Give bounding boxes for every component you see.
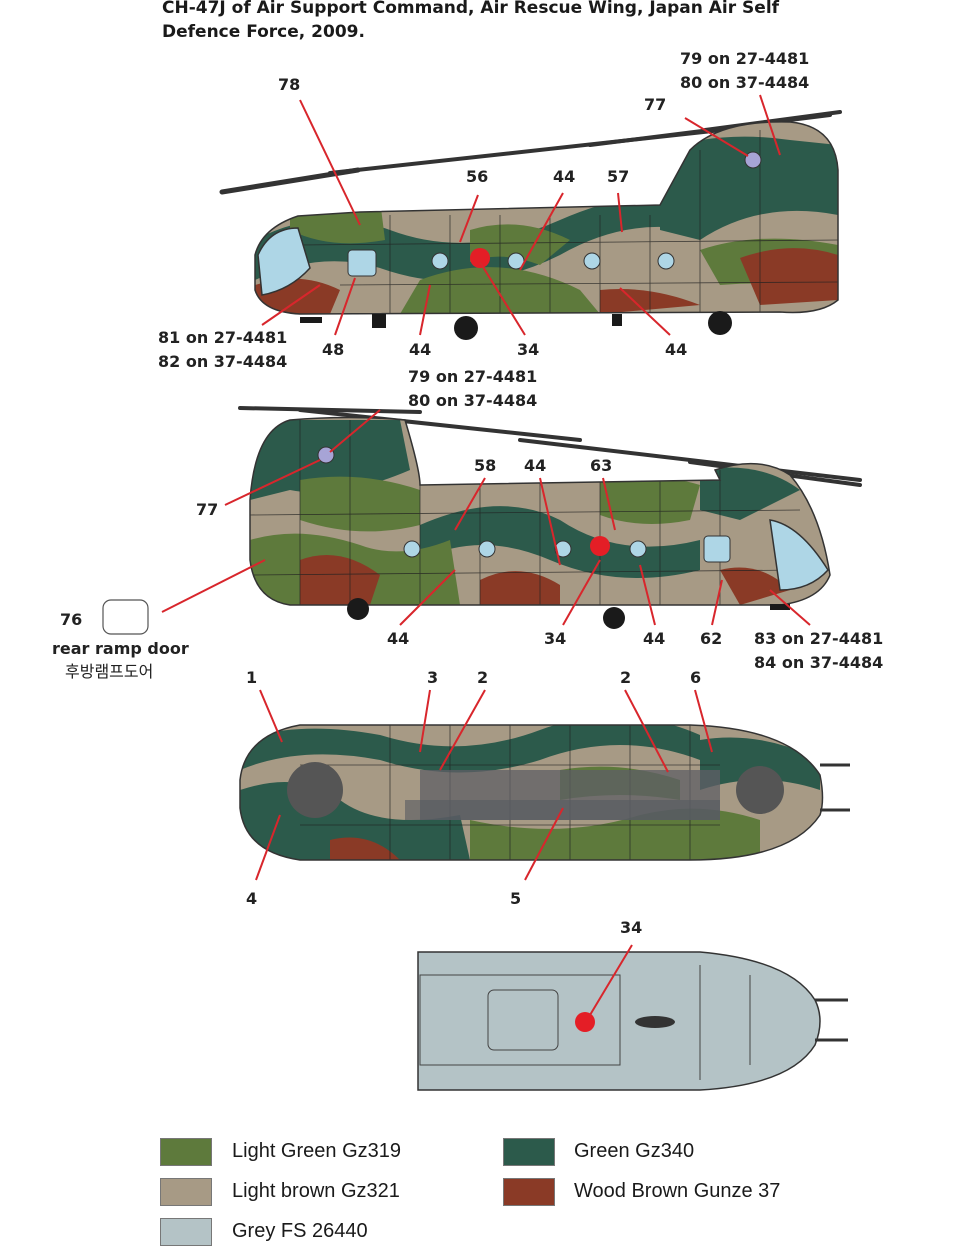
callout-80: 80 on 37-4484 (408, 391, 537, 410)
rear-rotor-hub (287, 762, 343, 818)
legend-swatch-green (503, 1138, 555, 1166)
callout-58: 58 (474, 456, 496, 475)
callout-1: 1 (246, 668, 257, 687)
callout-44: 44 (409, 340, 431, 359)
callout-2: 2 (620, 668, 631, 687)
rotor-blade (518, 438, 862, 482)
underside-fuselage (417, 951, 821, 1091)
callout-44: 44 (524, 456, 546, 475)
callout-84: 84 on 37-4484 (754, 653, 883, 672)
top-view: 1 3 2 2 6 4 5 (239, 668, 850, 908)
callout-34: 34 (517, 340, 539, 359)
callout-2: 2 (477, 668, 488, 687)
callout-34: 34 (544, 629, 566, 648)
hinomaru-roundel (575, 1012, 595, 1032)
rear-ramp-door-label: rear ramp door (52, 639, 189, 658)
callout-3: 3 (427, 668, 438, 687)
callout-leaders (261, 94, 781, 336)
callout-5: 5 (510, 889, 521, 908)
callout-77: 77 (196, 500, 218, 519)
rotor-blade (703, 110, 842, 132)
callout-79: 79 on 27-4481 (408, 367, 537, 386)
side-view-right: 79 on 27-4481 80 on 37-4484 58 44 63 77 … (52, 367, 883, 681)
landing-gear (347, 598, 790, 629)
legend-label-light-green: Light Green Gz319 (232, 1140, 401, 1162)
callout-78: 78 (278, 75, 300, 94)
callout-63: 63 (590, 456, 612, 475)
callout-56: 56 (466, 167, 488, 186)
hinomaru-roundel (590, 536, 610, 556)
callout-62: 62 (700, 629, 722, 648)
callout-83: 83 on 27-4481 (754, 629, 883, 648)
callout-leaders (255, 689, 713, 881)
legend-swatch-wood-brown (503, 1178, 555, 1206)
page-title: CH-47J of Air Support Command, Air Rescu… (162, 0, 862, 44)
callout-57: 57 (607, 167, 629, 186)
rear-ramp-door-swatch (102, 599, 149, 635)
cockpit-window (769, 519, 829, 591)
legend-swatch-light-green (160, 1138, 212, 1166)
legend-swatch-grey (160, 1218, 212, 1246)
callout-leader (589, 944, 633, 1016)
title-line-2: Defence Force, 2009. (162, 22, 365, 42)
bottom-view: 34 (417, 918, 848, 1091)
rear-ramp-door-korean-label: 후방램프도어 (65, 662, 153, 681)
callout-44: 44 (643, 629, 665, 648)
side-view-left: 78 56 44 57 77 79 on 27-4481 80 on 37-44… (158, 49, 842, 371)
callout-44: 44 (387, 629, 409, 648)
antenna-fairing (635, 1016, 675, 1028)
callout-77: 77 (644, 95, 666, 114)
landing-gear (300, 311, 732, 340)
hinomaru-roundel (470, 248, 490, 268)
callout-81: 81 on 27-4481 (158, 328, 287, 347)
rotor-blade (238, 406, 422, 414)
hatch-panel (487, 989, 559, 1051)
callout-79: 79 on 27-4481 (680, 49, 809, 68)
rotor-blade (298, 408, 582, 442)
callout-82: 82 on 37-4484 (158, 352, 287, 371)
callout-44: 44 (553, 167, 575, 186)
callout-48: 48 (322, 340, 344, 359)
callout-34: 34 (620, 918, 642, 937)
rescue-emblem (744, 151, 762, 169)
title-line-1: CH-47J of Air Support Command, Air Rescu… (162, 0, 780, 18)
callout-80: 80 on 37-4484 (680, 73, 809, 92)
callout-44: 44 (665, 340, 687, 359)
callout-leaders (161, 409, 811, 626)
legend-swatch-light-brown (160, 1178, 212, 1206)
callout-6: 6 (690, 668, 701, 687)
legend-label-grey: Grey FS 26440 (232, 1220, 368, 1242)
legend-label-green: Green Gz340 (574, 1140, 695, 1162)
legend-label-wood-brown: Wood Brown Gunze 37 (574, 1180, 781, 1202)
cabin-windows (403, 535, 731, 563)
cabin-windows (347, 249, 675, 277)
callout-76: 76 (60, 610, 82, 629)
callout-4: 4 (246, 889, 257, 908)
cockpit-window (257, 227, 311, 296)
legend-label-light-brown: Light brown Gz321 (232, 1180, 400, 1202)
fuselage-camouflage (250, 417, 830, 605)
fuselage-camouflage (255, 121, 838, 314)
front-rotor-hub (736, 766, 784, 814)
